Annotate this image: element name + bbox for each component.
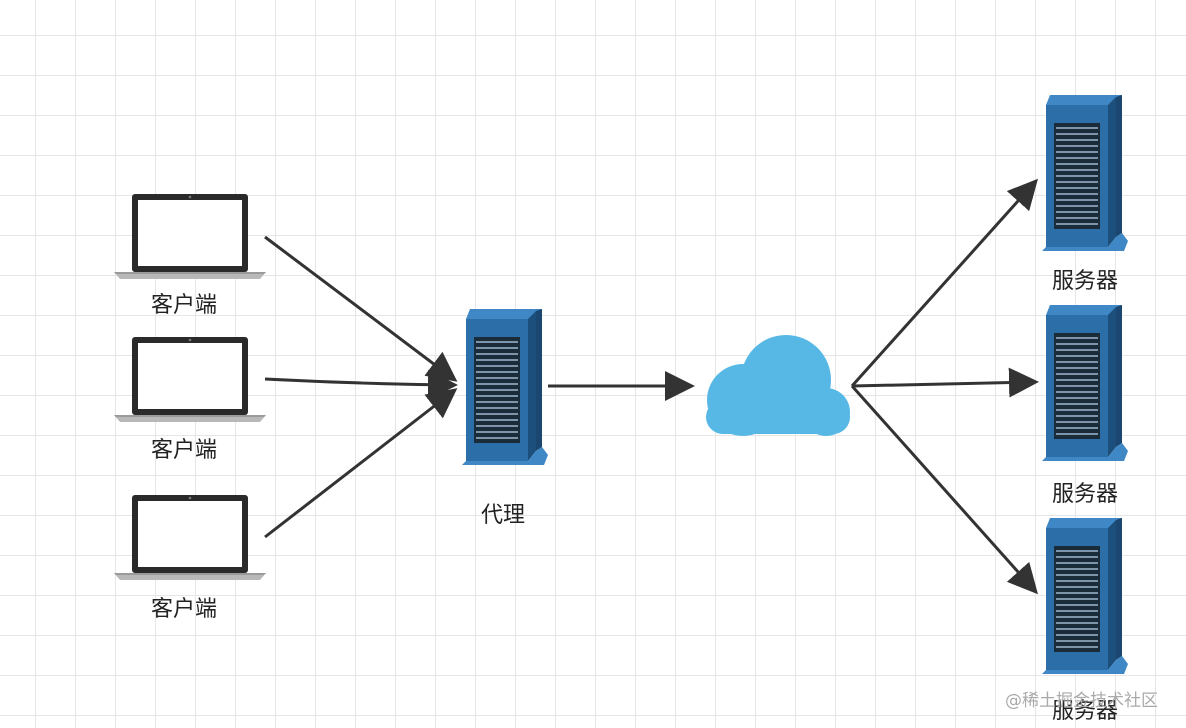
arrow-cloud-server1 (850, 178, 1039, 388)
client-laptop-icon (114, 194, 266, 279)
watermark: @稀土掘金技术社区 (1005, 691, 1158, 711)
arrow-cloud-server2 (851, 367, 1039, 398)
server-icon (1041, 304, 1129, 462)
proxy-server-icon (461, 308, 549, 466)
server-icon (1041, 94, 1129, 252)
client-label: 客户端 (150, 597, 218, 622)
server-icon (1041, 517, 1129, 675)
cloud-icon (706, 335, 850, 436)
client-label: 客户端 (150, 293, 218, 318)
arrow-client3-proxy (264, 388, 458, 539)
proxy-label: 代理 (480, 503, 526, 528)
client-laptop-icon (114, 495, 266, 580)
arrow-client2-proxy (264, 369, 458, 400)
arrow-client1-proxy (264, 235, 458, 382)
client-laptop-icon (114, 337, 266, 422)
server-label: 服务器 (1051, 699, 1119, 724)
server-label: 服务器 (1051, 482, 1119, 507)
client-label: 客户端 (150, 438, 218, 463)
arrow-cloud-server3 (850, 385, 1038, 595)
server-label: 服务器 (1051, 269, 1119, 294)
